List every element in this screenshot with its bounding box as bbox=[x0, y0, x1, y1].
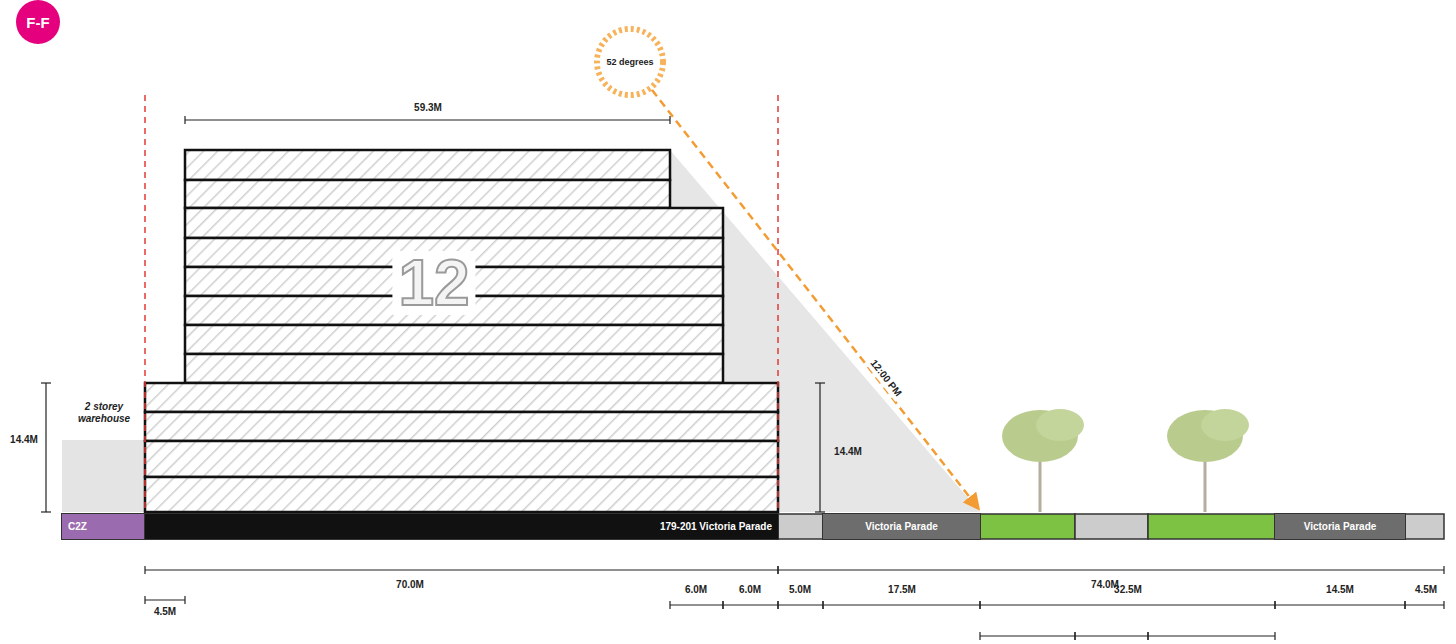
road-band: Victoria Parade bbox=[823, 514, 980, 539]
building bbox=[145, 150, 778, 512]
dimension: 14.4M bbox=[834, 446, 862, 458]
node-text: Victoria Parade bbox=[1304, 521, 1377, 532]
dimension: 6.0M bbox=[685, 584, 707, 596]
node-text: C2Z bbox=[68, 521, 87, 532]
sun-angle-line bbox=[652, 90, 978, 508]
dimension: 59.3M bbox=[414, 102, 442, 114]
node-text: F-F bbox=[26, 14, 49, 31]
storey-count: 12 bbox=[392, 251, 475, 315]
node-text: 52 degrees bbox=[606, 57, 653, 67]
zone-band: C2Z bbox=[62, 514, 145, 539]
node-text: 179-201 Victoria Parade bbox=[660, 521, 772, 532]
dimension: 6.0M bbox=[739, 584, 761, 596]
ground-strip bbox=[778, 514, 1444, 539]
tree bbox=[1002, 409, 1249, 512]
section-marker: F-F bbox=[16, 0, 60, 44]
dimension: 32.5M bbox=[1114, 584, 1142, 596]
sun-symbol: 52 degrees bbox=[600, 32, 659, 91]
site-band: 179-201 Victoria Parade bbox=[145, 514, 778, 539]
road-band: Victoria Parade bbox=[1275, 514, 1405, 539]
dimension: 4.5M bbox=[1415, 584, 1437, 596]
node-text: Victoria Parade bbox=[865, 521, 938, 532]
sun-rays bbox=[597, 29, 663, 95]
dimension: 14.5M bbox=[1326, 584, 1354, 596]
dimension: 14.4M bbox=[10, 434, 38, 446]
note: 2 storey warehouse bbox=[69, 401, 139, 424]
dimension: 70.0M bbox=[396, 579, 424, 591]
dimension-lines bbox=[41, 116, 1444, 640]
boundary-line bbox=[145, 95, 778, 512]
dimension: 5.0M bbox=[789, 584, 811, 596]
dimension: 4.5M bbox=[154, 606, 176, 618]
dimension: 17.5M bbox=[888, 584, 916, 596]
warehouse bbox=[62, 440, 145, 512]
